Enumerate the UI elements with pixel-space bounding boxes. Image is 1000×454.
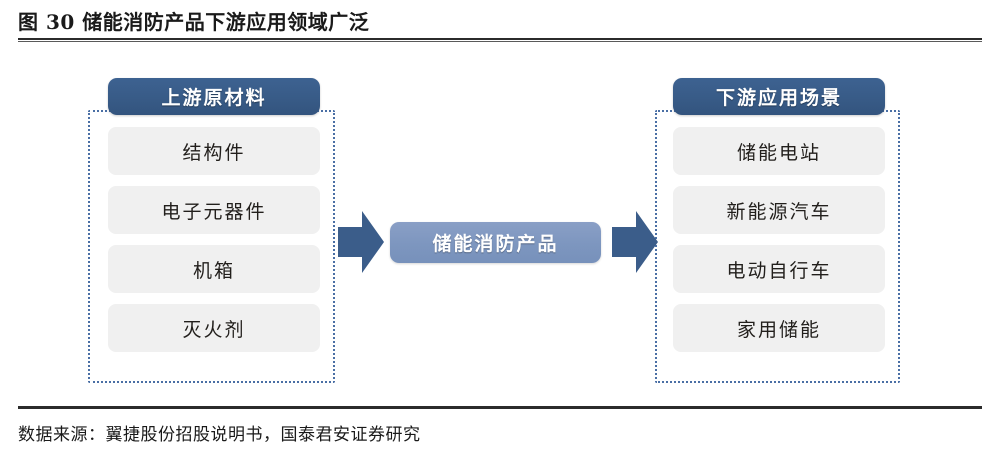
figure-title: 图 30 储能消防产品下游应用领域广泛 — [18, 10, 370, 34]
source-note: 数据来源：翼捷股份招股说明书，国泰君安证券研究 — [18, 425, 421, 445]
downstream-header: 下游应用场景 — [673, 78, 885, 115]
downstream-item-energy-storage-station: 储能电站 — [673, 127, 885, 175]
title-divider — [18, 38, 982, 42]
center-product-box: 储能消防产品 — [390, 222, 601, 263]
title-divider-thin — [18, 41, 982, 42]
arrow-right-icon-downstream — [612, 208, 658, 276]
downstream-column: 下游应用场景 储能电站 新能源汽车 电动自行车 家用储能 — [673, 78, 885, 352]
downstream-item-new-energy-vehicle: 新能源汽车 — [673, 186, 885, 234]
upstream-item-structural-parts: 结构件 — [108, 127, 320, 175]
arrow-right-icon-upstream — [338, 208, 384, 276]
upstream-item-electronic-components: 电子元器件 — [108, 186, 320, 234]
upstream-item-chassis: 机箱 — [108, 245, 320, 293]
value-chain-diagram: 上游原材料 结构件 电子元器件 机箱 灭火剂 储能消防产品 下游应用场景 储能电… — [0, 48, 1000, 400]
upstream-item-extinguishing-agent: 灭火剂 — [108, 304, 320, 352]
footer-divider — [18, 406, 982, 409]
upstream-column: 上游原材料 结构件 电子元器件 机箱 灭火剂 — [108, 78, 320, 352]
title-divider-thick — [18, 38, 982, 40]
downstream-item-electric-bicycle: 电动自行车 — [673, 245, 885, 293]
downstream-item-home-energy-storage: 家用储能 — [673, 304, 885, 352]
upstream-header: 上游原材料 — [108, 78, 320, 115]
